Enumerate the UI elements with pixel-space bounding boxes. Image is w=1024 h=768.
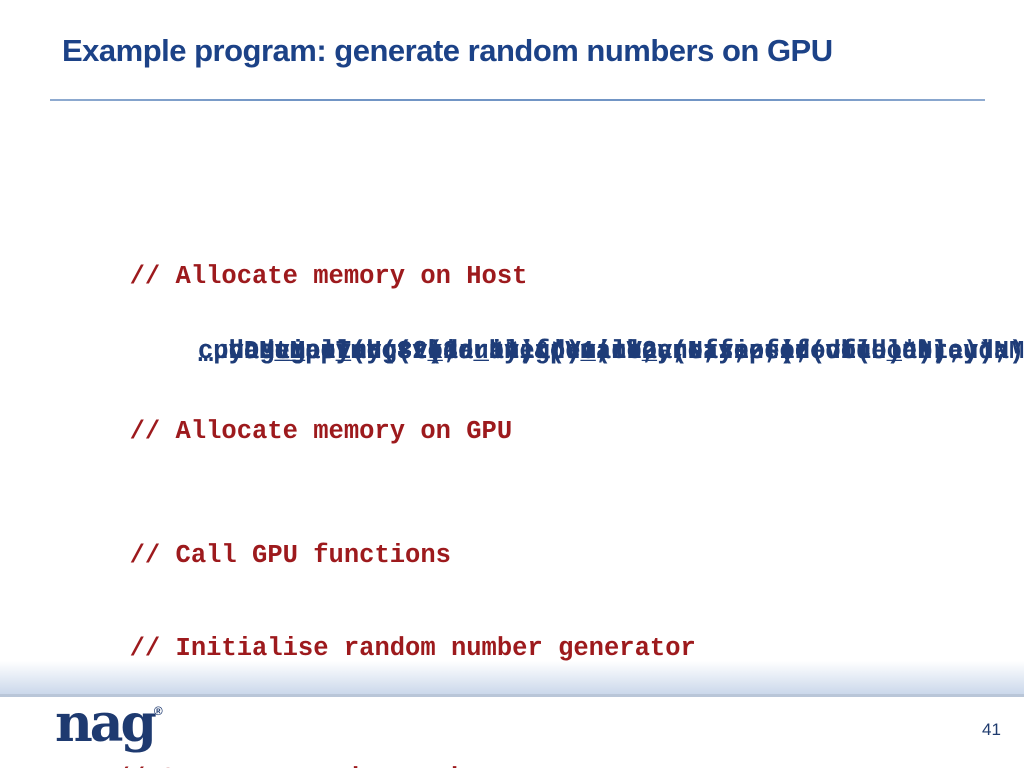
code-line: … bbox=[198, 340, 214, 369]
code-line: // Generate random numbers bbox=[99, 763, 696, 768]
code-line: // Initialise random number generator bbox=[99, 634, 696, 663]
code-line: // Allocate memory on GPU bbox=[99, 417, 513, 446]
code-line: // Allocate memory on Host bbox=[99, 262, 528, 291]
code-line: host_array = (double *)calloc(N,sizeof(d… bbox=[198, 337, 964, 366]
code-line: cpyDeviceToHost); bbox=[198, 337, 459, 366]
footer-gradient-bar bbox=[0, 661, 1024, 697]
nag-logo-text: nag bbox=[55, 693, 157, 754]
title-divider-line bbox=[50, 99, 985, 101]
code-block: ... // Allocate memory on Host host_arra… bbox=[99, 168, 1024, 768]
code-line: nag_gpu_mrg32k3a_init(V1, V2, offset); bbox=[198, 337, 811, 366]
code-line: cudaMalloc((void **)&device_array, sizeo… bbox=[198, 337, 1024, 366]
code-line: cudaMemcpy(host_array,gpu_array,sizeof(d… bbox=[198, 337, 1024, 366]
code-line: // Call GPU functions bbox=[99, 541, 451, 570]
page-number: 41 bbox=[982, 720, 1001, 739]
code-line: ... bbox=[198, 337, 275, 366]
registered-trademark-mark: ® bbox=[153, 704, 163, 718]
nag-logo: nag® bbox=[55, 698, 163, 750]
slide-title: Example program: generate random numbers… bbox=[62, 33, 833, 68]
code-line: nag_gpu_mrg32k3a_uniform(nb, nt, np, dev… bbox=[198, 337, 1010, 366]
